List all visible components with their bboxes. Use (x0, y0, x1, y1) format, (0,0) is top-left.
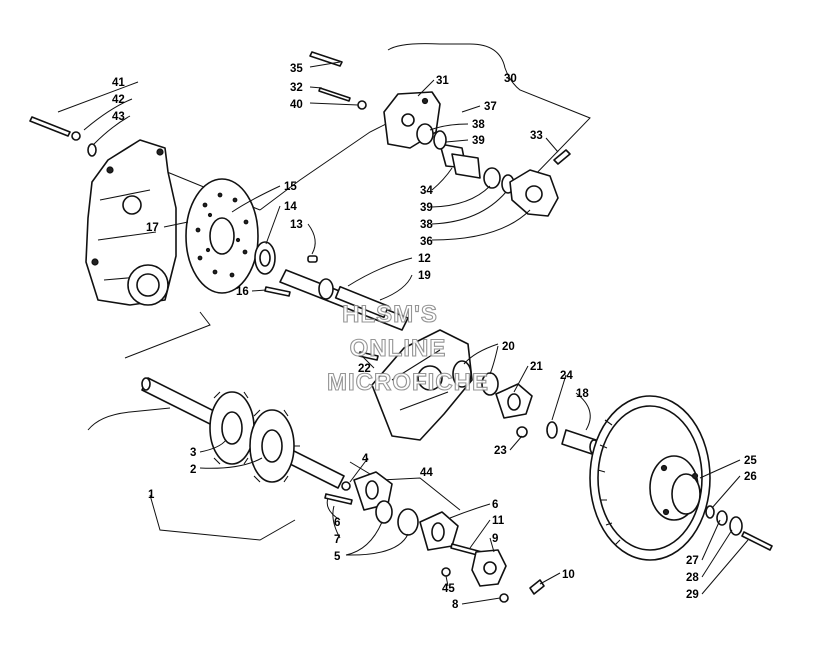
flange-lower-44 (419, 511, 459, 551)
driven-pulley-25 (589, 395, 711, 561)
bearing-20 (452, 360, 472, 388)
callout-8: 8 (452, 599, 459, 611)
leader-lines (57, 61, 749, 605)
seal-38-upper (416, 123, 434, 145)
jackshaft-12 (279, 269, 409, 331)
callout-45: 45 (442, 583, 455, 595)
callout-13: 13 (290, 219, 303, 231)
piston-39-lower (483, 167, 501, 189)
drive-sprocket-2 (249, 409, 300, 483)
callout-3: 3 (190, 447, 196, 459)
callout-24: 24 (560, 370, 573, 382)
bleeder-33 (553, 149, 571, 165)
callout-29: 29 (686, 589, 699, 601)
watermark-line-1: HLSM'S (342, 301, 438, 328)
washer-40 (357, 100, 367, 110)
callout-34: 34 (420, 185, 433, 197)
callout-9: 9 (492, 533, 498, 545)
callout-26: 26 (744, 471, 757, 483)
callout-27: 27 (686, 555, 699, 567)
callout-43: 43 (112, 111, 125, 123)
callout-28: 28 (686, 572, 699, 584)
piston-39-upper (433, 130, 447, 150)
callout-19: 19 (418, 270, 431, 282)
callout-39a: 39 (472, 135, 485, 147)
bolt-41 (29, 116, 97, 157)
bolt-22 (358, 351, 379, 361)
callout-12: 12 (418, 253, 431, 265)
callout-33: 33 (530, 130, 543, 142)
bracket-30 (387, 43, 591, 181)
bolt-6 (324, 493, 353, 505)
nut-45 (441, 567, 451, 577)
callout-1: 1 (148, 489, 155, 501)
callout-31: 31 (436, 75, 449, 87)
chaincase-housing (85, 139, 177, 306)
callout-38b: 38 (420, 219, 433, 231)
callout-32: 32 (290, 82, 303, 94)
callout-23: 23 (494, 445, 507, 457)
brake-pads-34 (439, 143, 481, 179)
callout-labels: 41 42 43 35 32 40 31 30 37 38 39 33 34 3… (112, 63, 757, 611)
nut-23 (516, 426, 528, 438)
callout-41: 41 (112, 77, 125, 89)
hub-14 (254, 241, 276, 275)
watermark-line-3: MICROFICHE (327, 369, 489, 396)
washer-26 (705, 505, 715, 519)
callout-40: 40 (290, 99, 303, 111)
callout-15: 15 (284, 181, 297, 193)
washer-24 (546, 421, 558, 439)
bracket-housing-mid (124, 311, 211, 359)
callout-21: 21 (530, 361, 543, 373)
callout-25: 25 (744, 455, 757, 467)
washer-28 (729, 516, 743, 536)
bearing-housing (371, 329, 473, 441)
callout-10: 10 (562, 569, 575, 581)
bolt-16 (264, 286, 291, 297)
drive-sprocket-3 (209, 391, 260, 465)
callout-37: 37 (484, 101, 497, 113)
callout-6b: 6 (492, 499, 498, 511)
callout-17: 17 (146, 222, 159, 234)
callout-44: 44 (420, 467, 433, 479)
callout-16: 16 (236, 286, 249, 298)
callout-2: 2 (190, 464, 196, 476)
bracket-upper-housing (149, 117, 399, 211)
caliper-half-36 (509, 169, 559, 217)
bolt-32 (318, 87, 351, 102)
bearing-5a (375, 500, 393, 524)
bracket-44 (349, 461, 461, 511)
nut-4 (341, 481, 351, 491)
key-13 (307, 255, 318, 263)
watermark-line-2: ONLINE (350, 335, 447, 362)
callout-30: 30 (504, 73, 517, 85)
fitting-10 (529, 579, 545, 595)
speedo-drive-9 (471, 549, 507, 587)
callout-38a: 38 (472, 119, 485, 131)
watermark: HLSM'S ONLINE MICROFICHE (326, 300, 489, 396)
bracket-1 (87, 407, 296, 541)
callout-11: 11 (492, 515, 505, 527)
nut-8 (499, 593, 509, 603)
callout-42: 42 (112, 94, 125, 106)
bearing-5b (397, 508, 419, 536)
callout-7: 7 (334, 534, 340, 546)
callout-39b: 39 (420, 202, 433, 214)
callout-35: 35 (290, 63, 303, 75)
brake-disc-15 (185, 178, 259, 294)
callout-22: 22 (358, 363, 371, 375)
callout-5: 5 (334, 551, 341, 563)
flange-21 (495, 383, 533, 419)
callout-4: 4 (362, 453, 369, 465)
callout-18: 18 (576, 388, 589, 400)
callout-6a: 6 (334, 517, 340, 529)
callout-36: 36 (420, 236, 433, 248)
callout-14: 14 (284, 201, 297, 213)
callout-20: 20 (502, 341, 515, 353)
bolt-29 (741, 531, 773, 551)
